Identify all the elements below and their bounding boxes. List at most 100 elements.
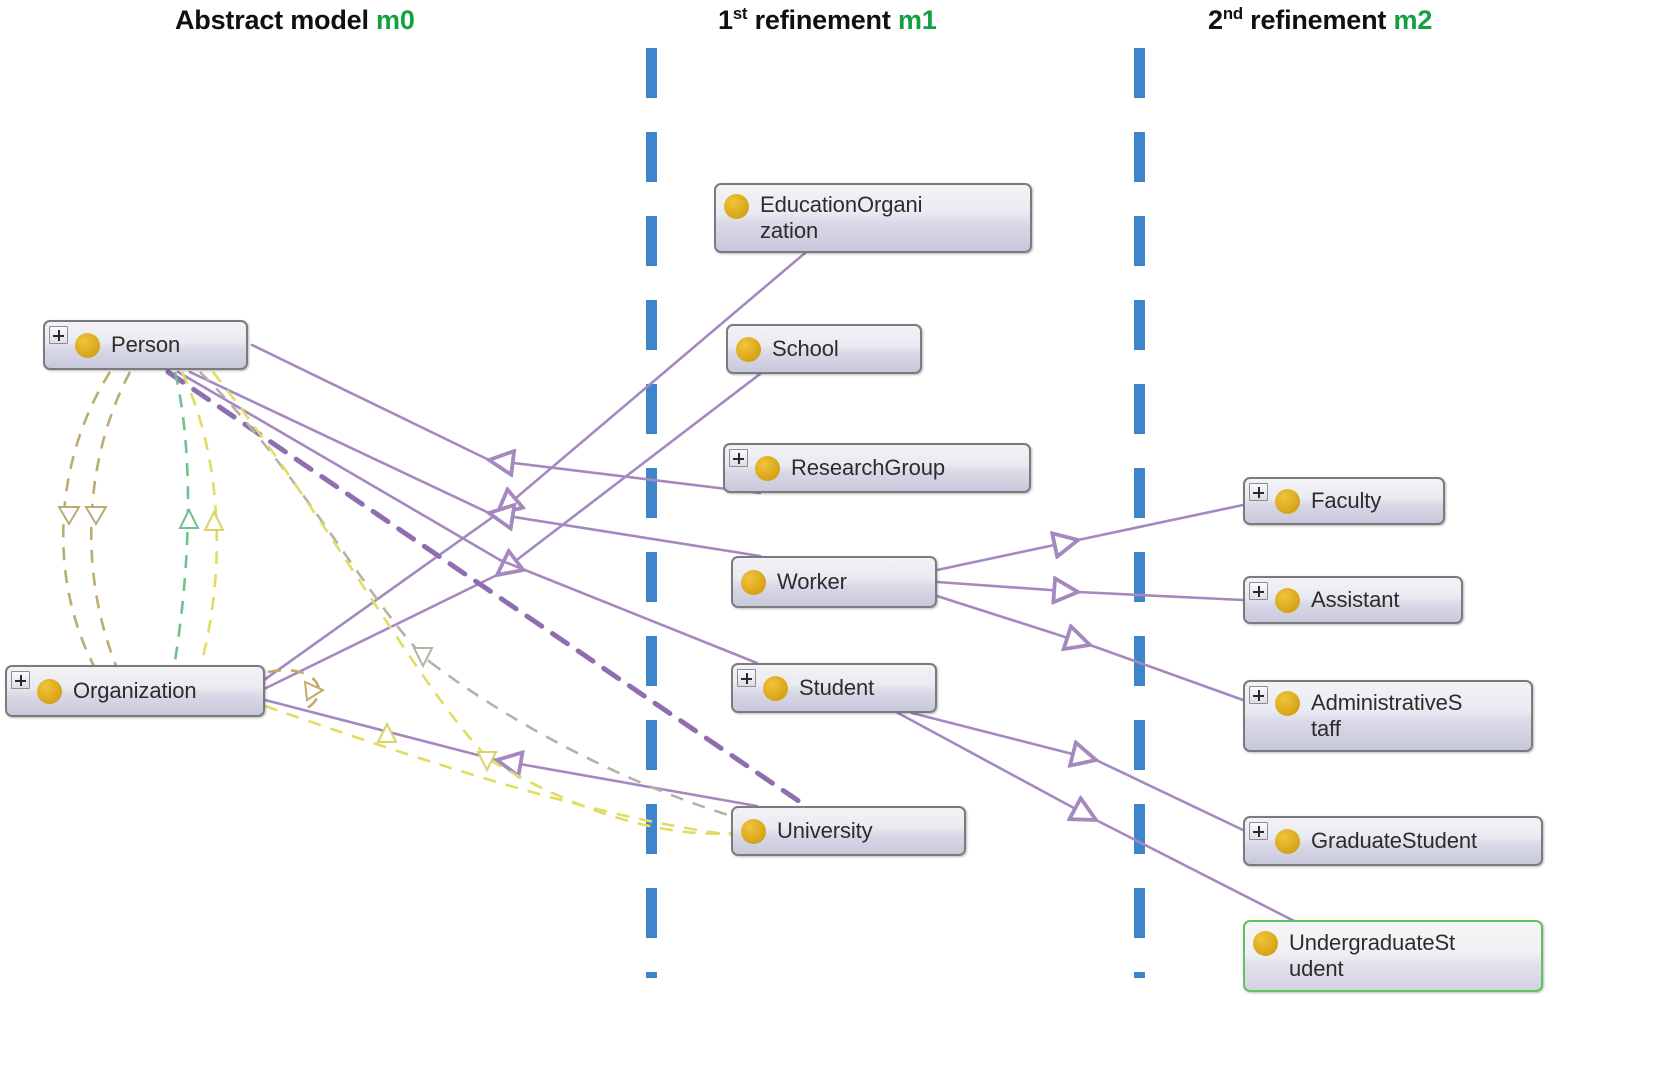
arrowhead-grey-a bbox=[412, 647, 434, 669]
class-node-researchgroup[interactable]: ResearchGroup bbox=[723, 443, 1031, 493]
column-title-m0: Abstract model m0 bbox=[175, 5, 415, 36]
expand-plus-icon[interactable] bbox=[11, 671, 30, 689]
edge-student-to-gradstudent bbox=[910, 711, 1096, 760]
column-title-text: 1 bbox=[718, 5, 733, 35]
arc-refine-olive-2 bbox=[90, 371, 134, 701]
class-node-label: Assistant bbox=[1311, 587, 1400, 613]
class-node-label: Worker bbox=[777, 569, 847, 595]
edge-researchgroup-to-org bbox=[489, 460, 762, 495]
class-node-label: GraduateStudent bbox=[1311, 828, 1478, 854]
edge-worker-to-person bbox=[489, 513, 762, 558]
column-title-text: 2 bbox=[1208, 5, 1223, 35]
class-gold-circle-icon bbox=[1275, 691, 1300, 716]
class-node-label: Student bbox=[799, 675, 875, 701]
edge-gradstudent-tail bbox=[1094, 758, 1245, 832]
arrowhead-selfloop-org bbox=[303, 680, 326, 702]
class-node-label: Organization bbox=[73, 678, 197, 704]
edge-person-university-dashed bbox=[165, 369, 809, 809]
class-gold-circle-icon bbox=[741, 818, 766, 844]
class-gold-circle-icon bbox=[37, 678, 62, 704]
arrowhead-yellow-c bbox=[476, 751, 498, 773]
arc-refine-green bbox=[166, 371, 190, 701]
class-node-organization[interactable]: Organization bbox=[5, 665, 265, 717]
column-model-tag: m2 bbox=[1393, 5, 1433, 35]
class-node-ugradstudent[interactable]: UndergraduateSt udent bbox=[1243, 920, 1543, 992]
edge-worker-to-adminstaff bbox=[935, 594, 1090, 645]
class-gold-circle-icon bbox=[1253, 931, 1278, 956]
expand-plus-icon[interactable] bbox=[729, 449, 748, 467]
class-gold-circle-icon bbox=[755, 455, 780, 481]
edge-university-to-org bbox=[497, 760, 759, 808]
edge-student-tail bbox=[176, 370, 502, 562]
expand-plus-icon[interactable] bbox=[1249, 686, 1268, 704]
class-node-person[interactable]: Person bbox=[43, 320, 248, 370]
arc-self-organization bbox=[267, 669, 321, 714]
class-node-label: University bbox=[777, 818, 873, 844]
edge-student-to-person bbox=[498, 558, 759, 665]
arc-refine-yellow-org bbox=[264, 704, 741, 838]
edge-faculty-tail bbox=[1076, 503, 1245, 542]
class-node-adminstaff[interactable]: AdministrativeS taff bbox=[1243, 680, 1533, 752]
class-gold-circle-icon bbox=[1275, 587, 1300, 613]
arc-refine-yellow-long2 bbox=[489, 758, 746, 835]
expand-plus-icon[interactable] bbox=[1249, 483, 1268, 501]
separator-m1-m2 bbox=[1134, 48, 1145, 978]
edge-school-to-organization bbox=[497, 372, 762, 575]
class-gold-circle-icon bbox=[75, 332, 100, 358]
class-node-label: Person bbox=[111, 332, 181, 358]
edge-assistant-tail bbox=[1076, 590, 1245, 602]
class-node-university[interactable]: University bbox=[731, 806, 966, 856]
arc-refine-grey-tail bbox=[429, 660, 746, 822]
arc-refine-olive-1 bbox=[62, 371, 112, 691]
arrowhead-olive-a bbox=[57, 506, 81, 526]
class-node-eduorg[interactable]: EducationOrgani zation bbox=[714, 183, 1032, 253]
class-node-faculty[interactable]: Faculty bbox=[1243, 477, 1445, 525]
edge-worker-to-assistant bbox=[935, 582, 1078, 592]
edge-eduorg-tail bbox=[248, 512, 499, 692]
class-node-label: AdministrativeS taff bbox=[1311, 690, 1463, 741]
arc-refine-yellow bbox=[180, 371, 219, 701]
class-gold-circle-icon bbox=[736, 336, 761, 362]
class-node-student[interactable]: Student bbox=[731, 663, 937, 713]
edge-student-to-ugrad bbox=[896, 711, 1096, 820]
column-model-tag: m0 bbox=[376, 5, 415, 35]
edge-worker-tail bbox=[188, 370, 491, 515]
class-node-school[interactable]: School bbox=[726, 324, 922, 374]
edge-adminstaff-tail bbox=[1088, 643, 1245, 702]
expand-plus-icon[interactable] bbox=[49, 326, 68, 344]
class-node-worker[interactable]: Worker bbox=[731, 556, 937, 608]
class-gold-circle-icon bbox=[741, 569, 766, 595]
arrowhead-green-a bbox=[178, 507, 200, 529]
class-gold-circle-icon bbox=[763, 675, 788, 701]
column-model-tag: m1 bbox=[897, 5, 937, 35]
column-title-ordinal-suffix: st bbox=[732, 4, 748, 23]
separator-m0-m1 bbox=[646, 48, 657, 978]
expand-plus-icon[interactable] bbox=[1249, 822, 1268, 840]
edge-university-tail bbox=[263, 698, 499, 762]
column-title-text: Abstract model bbox=[175, 5, 377, 35]
arc-refine-grey-long bbox=[199, 371, 431, 663]
arrowhead-yellow-b bbox=[376, 721, 398, 743]
class-node-gradstudent[interactable]: GraduateStudent bbox=[1243, 816, 1543, 866]
arrowhead-yellow-a bbox=[203, 509, 225, 531]
edge-researchgroup-tail bbox=[250, 343, 491, 462]
edge-worker-to-faculty bbox=[935, 540, 1078, 572]
column-title-m2: 2nd refinement m2 bbox=[1208, 5, 1432, 36]
column-title-m1: 1st refinement m1 bbox=[718, 5, 937, 36]
class-node-assistant[interactable]: Assistant bbox=[1243, 576, 1463, 624]
class-node-label: Faculty bbox=[1311, 488, 1382, 514]
class-node-label: ResearchGroup bbox=[791, 455, 945, 481]
column-title-ordinal-suffix: nd bbox=[1222, 4, 1243, 23]
expand-plus-icon[interactable] bbox=[737, 669, 756, 687]
column-title-text2: refinement bbox=[747, 5, 898, 35]
class-gold-circle-icon bbox=[724, 194, 749, 219]
class-gold-circle-icon bbox=[1275, 488, 1300, 514]
class-node-label: EducationOrgani zation bbox=[760, 192, 923, 243]
arrowhead-olive-b bbox=[84, 506, 108, 526]
expand-plus-icon[interactable] bbox=[1249, 582, 1268, 600]
class-node-label: UndergraduateSt udent bbox=[1289, 930, 1456, 981]
edge-school-tail bbox=[260, 573, 499, 692]
class-node-label: School bbox=[772, 336, 839, 362]
